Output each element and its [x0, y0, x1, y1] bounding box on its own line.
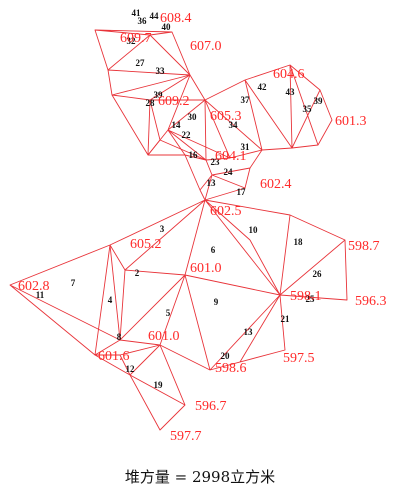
elevation-label-e2: 609.7 — [120, 31, 152, 46]
elevation-label-e11: 605.2 — [130, 237, 162, 252]
elevation-label-e1: 608.4 — [160, 11, 192, 26]
triangle-label-20: 23 — [211, 157, 221, 167]
triangle-label-28: 2 — [135, 268, 140, 278]
triangle-edges — [9, 29, 348, 431]
elevation-label-e9: 602.4 — [260, 177, 292, 192]
elevation-label-e22: 597.7 — [170, 429, 202, 444]
elevation-label-e3: 607.0 — [190, 39, 222, 54]
elevation-label-e6: 605.3 — [210, 109, 242, 124]
elevation-label-e5: 609.2 — [158, 94, 190, 109]
triangle-label-7: 39 — [154, 90, 164, 100]
elevation-label-e16: 596.3 — [355, 294, 387, 309]
triangle-label-24: 3 — [160, 224, 165, 234]
triangle-label-23: 17 — [237, 187, 247, 197]
triangle-label-21: 24 — [224, 167, 234, 177]
elevation-label-e21: 596.7 — [195, 399, 227, 414]
triangle-label-5: 27 — [136, 58, 146, 68]
edge-group-neck — [147, 129, 263, 201]
elevation-label-e14: 602.8 — [18, 279, 50, 294]
triangle-label-17: 39 — [314, 96, 324, 106]
triangle-label-29: 7 — [71, 278, 76, 288]
triangle-label-22: 13 — [207, 178, 217, 188]
elevation-label-e7: 601.3 — [335, 114, 367, 129]
elevation-label-e17: 601.0 — [148, 329, 180, 344]
triangle-label-2: 36 — [138, 16, 148, 26]
triangle-label-18: 31 — [241, 142, 251, 152]
triangle-label-38: 8 — [117, 332, 122, 342]
elevation-label-e13: 601.0 — [190, 261, 222, 276]
triangle-label-39: 20 — [221, 351, 231, 361]
edge-group-tail — [94, 344, 186, 431]
triangle-label-19: 16 — [189, 150, 199, 160]
elevation-label-e10: 602.5 — [210, 204, 242, 219]
triangle-label-3: 40 — [162, 22, 172, 32]
elevation-label-e18: 601.6 — [98, 349, 130, 364]
elevation-label-e8: 604.1 — [215, 149, 247, 164]
triangle-label-14: 42 — [258, 82, 268, 92]
triangle-label-9: 14 — [172, 120, 182, 130]
triangle-label-15: 43 — [286, 87, 296, 97]
edge-group-body — [9, 199, 348, 371]
triangle-label-32: 26 — [313, 269, 323, 279]
triangle-label-26: 10 — [249, 225, 259, 235]
triangle-label-10: 30 — [188, 112, 198, 122]
elevation-label-e4: 604.6 — [273, 67, 305, 82]
triangle-label-4: 32 — [127, 36, 137, 46]
elevation-label-e12: 598.7 — [348, 239, 380, 254]
elevation-label-e20: 598.6 — [215, 361, 247, 376]
triangle-label-33: 5 — [166, 308, 171, 318]
triangle-label-34: 9 — [214, 297, 219, 307]
triangle-label-37: 13 — [244, 327, 254, 337]
triangle-label-1: 44 — [150, 11, 160, 21]
triangle-label-31: 4 — [108, 295, 113, 305]
triangle-label-13: 37 — [241, 95, 251, 105]
triangle-label-0: 41 — [132, 8, 142, 18]
elevation-label-e15: 598.1 — [290, 289, 322, 304]
triangle-label-6: 33 — [156, 66, 166, 76]
triangle-label-27: 18 — [294, 237, 304, 247]
triangle-label-8: 28 — [146, 98, 156, 108]
triangle-label-30: 11 — [36, 290, 45, 300]
edge-group-right — [159, 64, 333, 161]
triangle-label-40: 12 — [126, 364, 136, 374]
triangle-label-36: 21 — [281, 314, 291, 324]
triangle-label-35: 25 — [306, 294, 316, 304]
volume-caption: 堆方量 = 2998立方米 — [125, 468, 275, 486]
triangle-label-16: 35 — [303, 104, 313, 114]
elevation-labels: 608.4 609.7 607.0 604.6 609.2 605.3 601.3 604.1… — [18, 11, 387, 444]
triangle-label-25: 6 — [211, 245, 216, 255]
triangle-label-11: 22 — [182, 130, 192, 140]
triangle-label-12: 34 — [229, 120, 239, 130]
elevation-label-e19: 597.5 — [283, 351, 315, 366]
triangle-label-41: 19 — [154, 380, 164, 390]
